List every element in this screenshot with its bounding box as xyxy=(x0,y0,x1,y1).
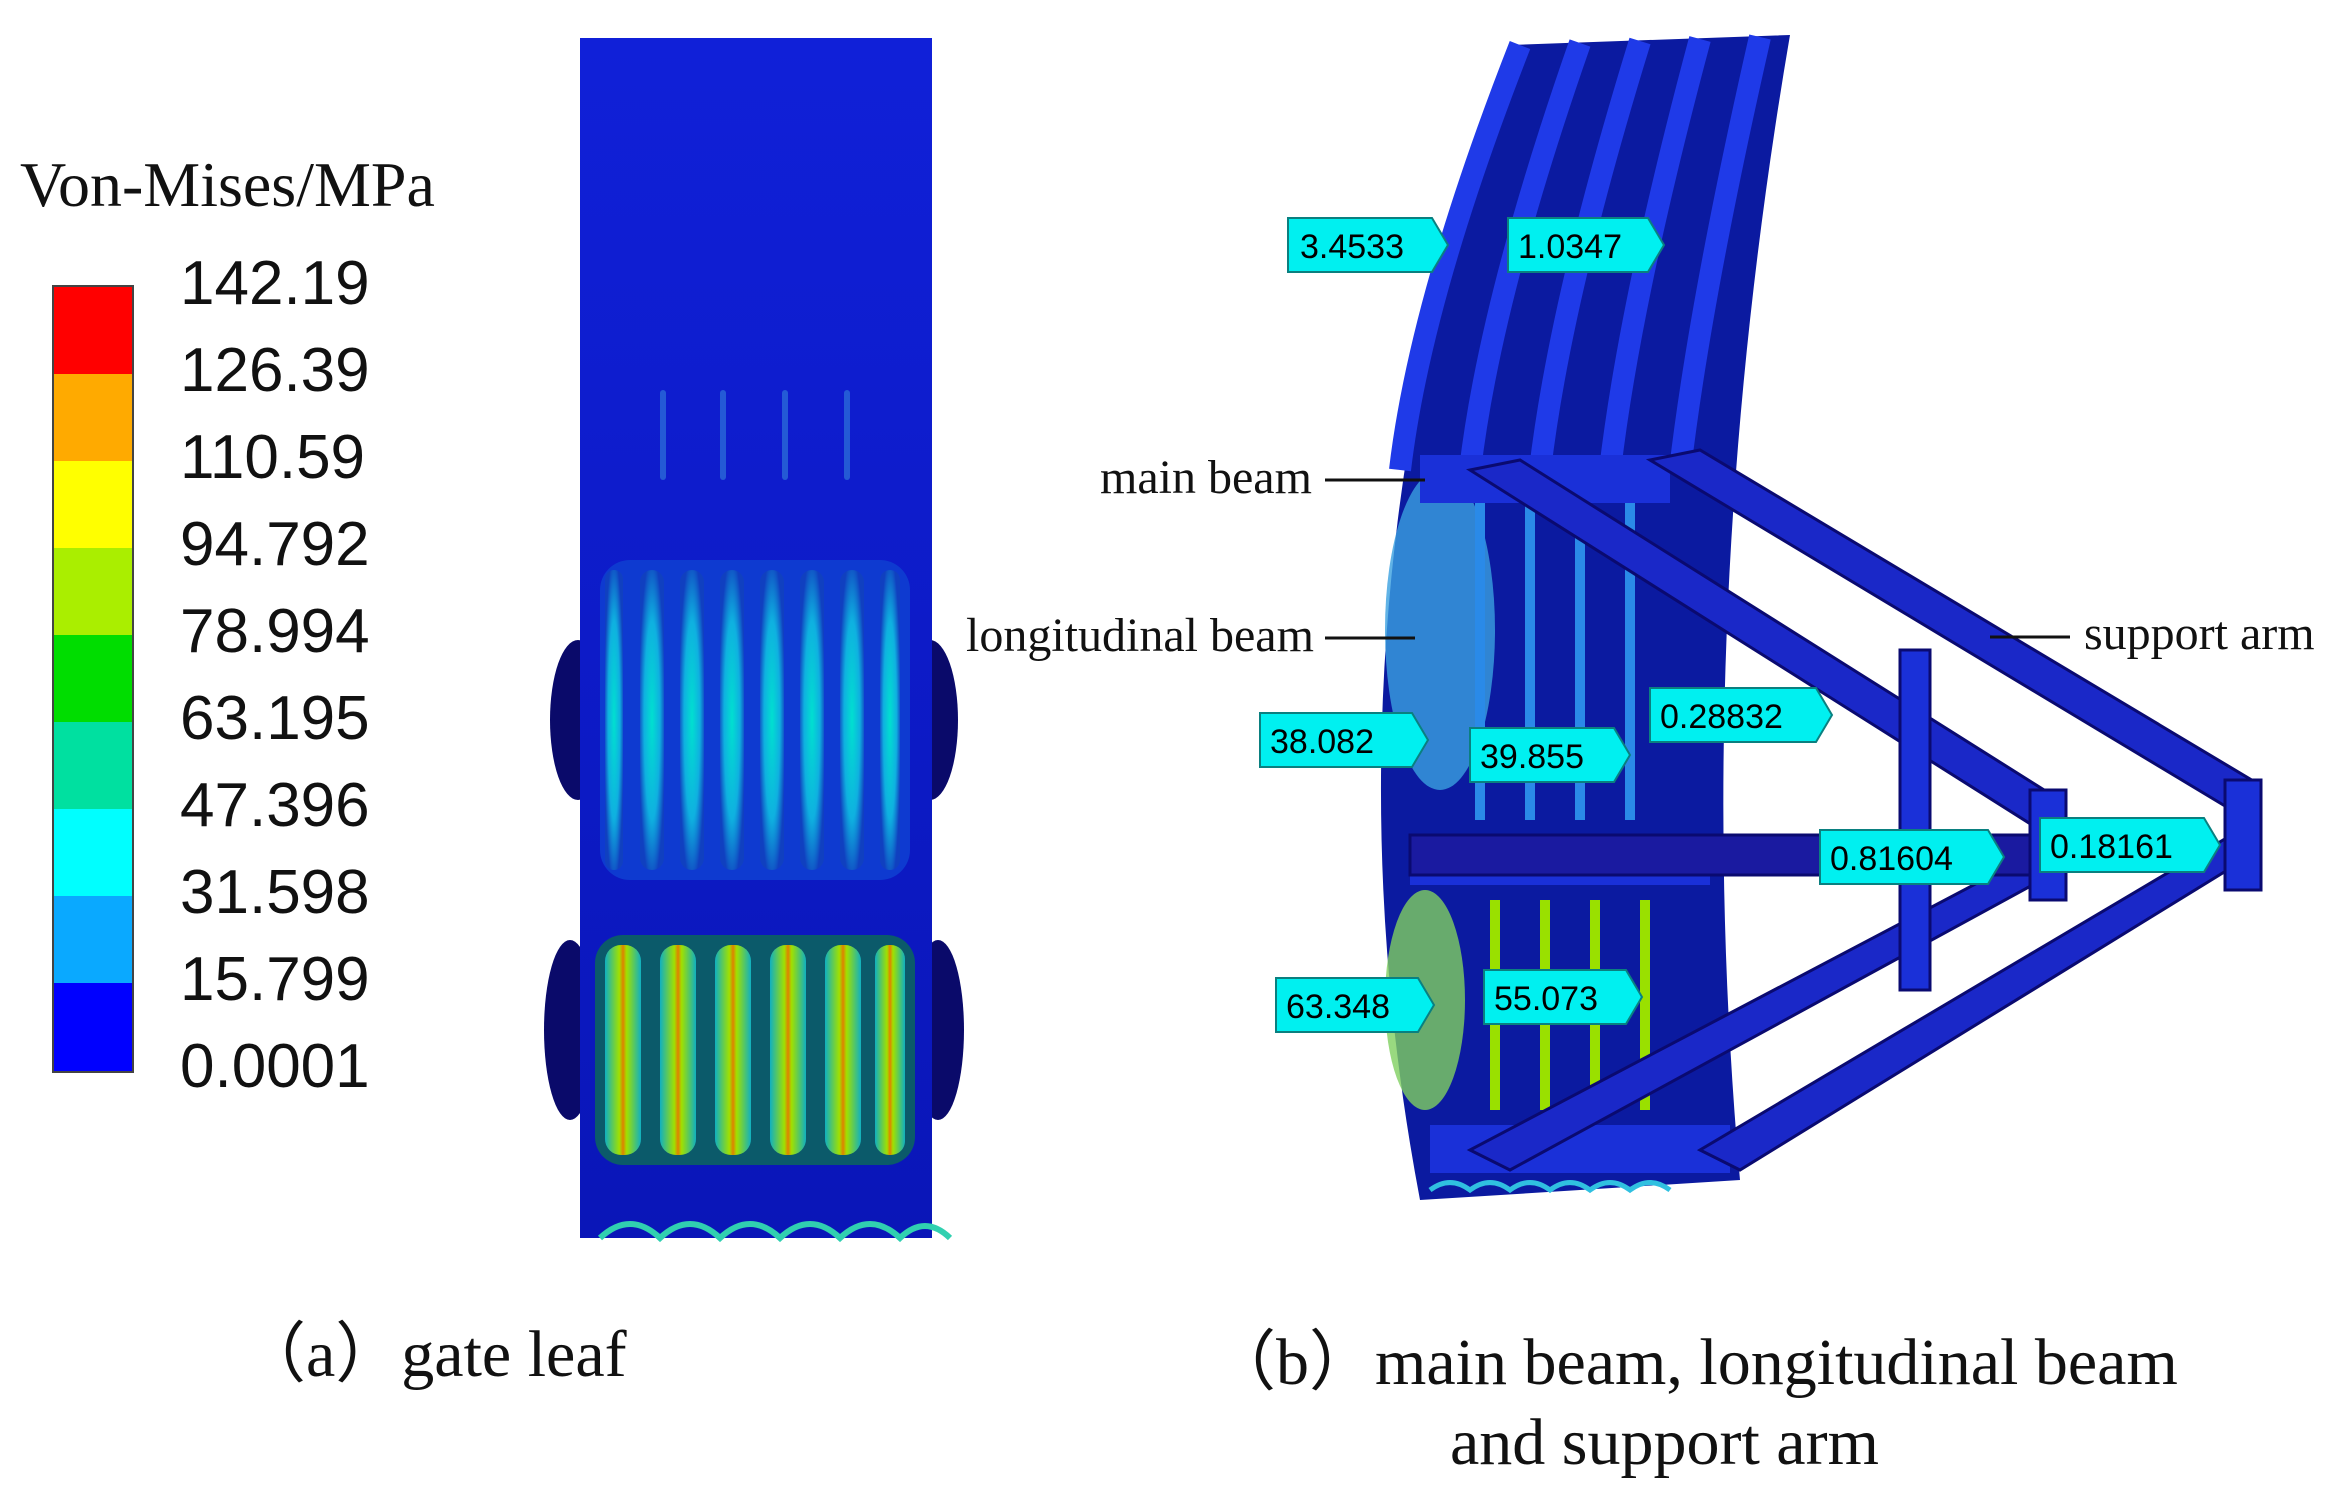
gate-leaf-bottom-arcs xyxy=(597,1221,953,1243)
gate-leaf-middle-ribs xyxy=(600,560,910,880)
value-tag: 0.18161 xyxy=(2039,817,2222,873)
legend-value: 78.994 xyxy=(180,597,370,666)
longitudinal-beam-stress-zone xyxy=(1385,470,1495,790)
svg-text:0.18161: 0.18161 xyxy=(2050,828,2173,866)
upper-ribs xyxy=(1389,34,1771,472)
legend-swatch-5 xyxy=(54,635,132,722)
legend-value: 94.792 xyxy=(180,510,370,579)
beam-arm-figure: 3.4533 1.0347 38.082 39.855 0.28832 0.81… xyxy=(1259,34,2263,1200)
legend-value: 15.799 xyxy=(180,945,370,1014)
value-tag: 0.28832 xyxy=(1649,687,1834,743)
caption-b-line1: （b）main beam, longitudinal beam xyxy=(1210,1326,2178,1399)
gate-leaf-figure xyxy=(544,38,964,1243)
svg-text:1.0347: 1.0347 xyxy=(1518,228,1622,266)
svg-text:3.4533: 3.4533 xyxy=(1300,228,1404,266)
legend-title: Von-Mises/MPa xyxy=(20,149,435,220)
svg-text:63.348: 63.348 xyxy=(1286,988,1390,1026)
legend-value: 110.59 xyxy=(180,423,366,492)
value-tag: 63.348 xyxy=(1275,977,1436,1033)
value-tag: 38.082 xyxy=(1259,712,1430,768)
support-arm xyxy=(1408,448,2263,1172)
legend-swatch-1 xyxy=(54,287,132,374)
legend-swatch-8 xyxy=(54,896,132,983)
svg-text:55.073: 55.073 xyxy=(1494,980,1598,1018)
svg-text:0.28832: 0.28832 xyxy=(1660,698,1783,736)
legend-value: 0.0001 xyxy=(180,1032,370,1101)
gate-leaf-lower-ribs xyxy=(595,935,915,1165)
legend-swatch-9 xyxy=(54,983,132,1071)
caption-b-line2: and support arm xyxy=(1450,1406,1879,1479)
value-tag: 39.855 xyxy=(1469,727,1632,783)
legend-swatch-7 xyxy=(54,809,132,896)
value-tag: 1.0347 xyxy=(1507,217,1666,273)
legend-color-bar xyxy=(52,285,134,1073)
legend-swatch-4 xyxy=(54,548,132,635)
value-tag: 0.81604 xyxy=(1819,829,2006,885)
legend-swatch-3 xyxy=(54,461,132,548)
svg-text:39.855: 39.855 xyxy=(1480,738,1584,776)
legend-value: 47.396 xyxy=(180,771,370,840)
svg-text:38.082: 38.082 xyxy=(1270,723,1374,761)
support-arm-label: support arm xyxy=(2084,607,2315,660)
legend-value: 126.39 xyxy=(180,336,370,405)
value-tag: 3.4533 xyxy=(1287,217,1450,273)
legend-value: 142.19 xyxy=(180,249,370,318)
legend-value: 31.598 xyxy=(180,858,370,927)
bottom-teeth xyxy=(1428,1180,1672,1194)
svg-text:0.81604: 0.81604 xyxy=(1830,840,1953,878)
legend-value: 63.195 xyxy=(180,684,370,753)
longitudinal-beam-label: longitudinal beam xyxy=(966,609,1314,662)
main-beam-label: main beam xyxy=(1100,451,1312,504)
legend-swatch-6 xyxy=(54,722,132,809)
skin-plate xyxy=(1380,35,1790,1200)
gate-leaf-upper-ribs xyxy=(660,390,850,480)
caption-a: （a）gate leaf xyxy=(240,1318,627,1391)
legend-swatch-2 xyxy=(54,374,132,461)
value-tag: 55.073 xyxy=(1483,969,1644,1025)
